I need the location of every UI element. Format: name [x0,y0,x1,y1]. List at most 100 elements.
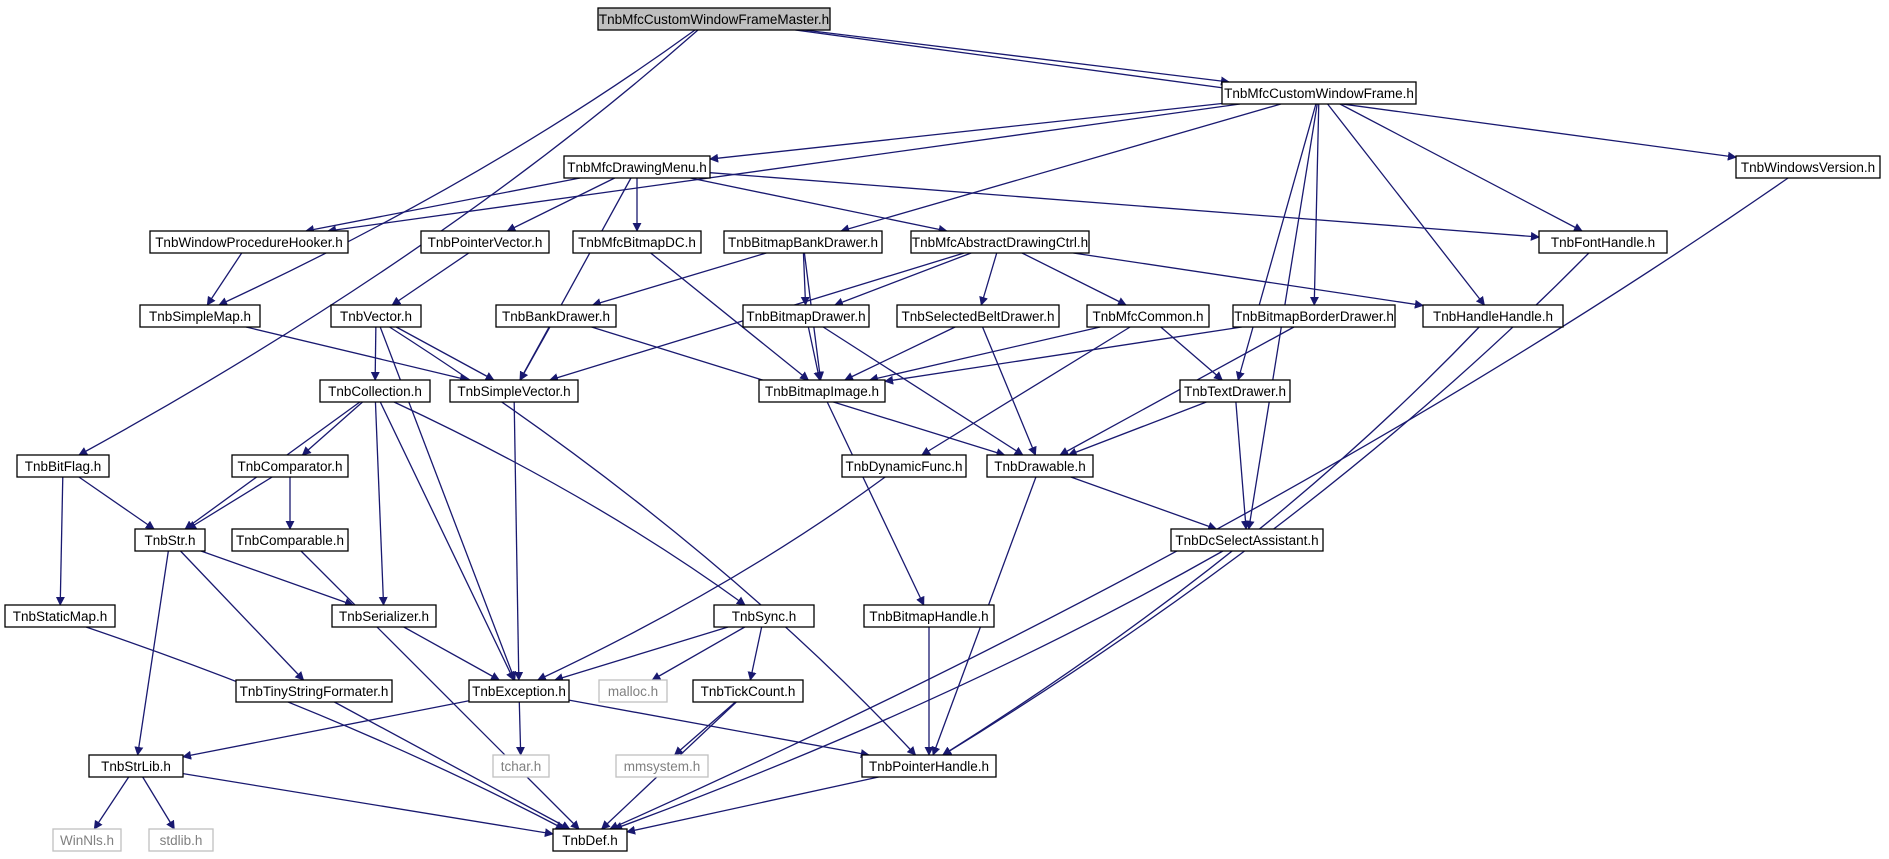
node-box-sync [713,604,815,628]
node-bmpdc[interactable]: TnbMfcBitmapDC.h [572,230,702,254]
dependency-edge-str-to-tsf [180,550,305,681]
dependency-edge-bbankd-to-bankd [591,252,767,307]
node-absctrl[interactable]: TnbMfcAbstractDrawingCtrl.h [910,230,1090,254]
node-box-mmsys [615,754,709,778]
node-sync[interactable]: TnbSync.h [713,604,815,628]
dependency-edge-dynf-to-exc [537,476,886,681]
node-def[interactable]: TnbDef.h [552,828,628,852]
node-str[interactable]: TnbStr.h [134,528,206,552]
dependency-edge-cwf-to-fonth [1339,103,1583,232]
dependency-edge-bmpd-to-drawable [822,326,1024,456]
node-bbankd[interactable]: TnbBitmapBankDrawer.h [723,230,883,254]
dependency-edge-coll-to-sync [393,401,746,606]
node-smapst[interactable]: TnbStaticMap.h [4,604,116,628]
dependency-edge-cwf-to-bmpbd [1309,103,1320,306]
node-label-tsf: TnbTinyStringFormater.h [240,684,389,699]
node-box-malloc [598,679,668,703]
node-hh[interactable]: TnbHandleHandle.h [1422,304,1564,328]
dependency-edge-drawable-to-dcsel [1070,476,1218,531]
node-box-cwf [1221,81,1417,105]
node-svec[interactable]: TnbSimpleVector.h [449,379,579,403]
node-label-smap: TnbSimpleMap.h [149,309,251,324]
node-dcsel[interactable]: TnbDcSelectAssistant.h [1170,528,1324,552]
node-wph[interactable]: TnbWindowProcedureHooker.h [149,230,349,254]
node-smap[interactable]: TnbSimpleMap.h [139,304,261,328]
node-label-txtd: TnbTextDrawer.h [1184,384,1286,399]
node-cwf[interactable]: TnbMfcCustomWindowFrame.h [1221,81,1417,105]
node-root[interactable]: TnbMfcCustomWindowFrameMaster.h [597,7,831,31]
node-box-ser [331,604,437,628]
node-bmph[interactable]: TnbBitmapHandle.h [863,604,995,628]
node-box-ptrh [861,754,997,778]
dependency-edge-cmpbl-to-def [300,550,580,830]
node-box-root [597,7,831,31]
node-tsf[interactable]: TnbTinyStringFormater.h [235,679,393,703]
node-label-wph: TnbWindowProcedureHooker.h [155,235,343,250]
node-box-ptrvec [420,230,550,254]
node-cmpbl[interactable]: TnbComparable.h [231,528,349,552]
node-label-dcsel: TnbDcSelectAssistant.h [1175,533,1318,548]
node-winnls: WinNls.h [52,828,122,852]
node-bmpbd[interactable]: TnbBitmapBorderDrawer.h [1232,304,1396,328]
dependency-edge-tick-to-mmsys [673,701,736,756]
node-bankd[interactable]: TnbBankDrawer.h [495,304,617,328]
node-cmptr[interactable]: TnbComparator.h [231,454,349,478]
node-bmpd[interactable]: TnbBitmapDrawer.h [742,304,870,328]
node-box-dynf [841,454,967,478]
node-label-def: TnbDef.h [562,833,618,848]
dependency-edge-str-to-ser [200,550,354,607]
dependency-edge-exc-to-ptrh [568,699,870,758]
node-txtd[interactable]: TnbTextDrawer.h [1179,379,1291,403]
dependency-edge-root-to-cwf [803,29,1230,86]
dependency-edge-sync-to-exc [554,626,729,682]
node-menu[interactable]: TnbMfcDrawingMenu.h [563,155,711,179]
dependency-edge-coll-to-ser [374,401,388,606]
node-label-winnls: WinNls.h [60,833,114,848]
node-box-bmpd [742,304,870,328]
node-layer: TnbMfcCustomWindowFrameMaster.hTnbMfcCus… [4,7,1881,852]
dependency-edge-txtd-to-dcsel [1235,401,1250,530]
node-bitflag[interactable]: TnbBitFlag.h [16,454,110,478]
dependency-edge-strlib-to-winnls [93,776,130,830]
dependency-edge-absctrl-to-selbd [979,252,998,306]
dependency-edge-cwf-to-hh [1327,103,1485,306]
node-mfccom[interactable]: TnbMfcCommon.h [1086,304,1210,328]
node-strlib[interactable]: TnbStrLib.h [88,754,184,778]
dependency-edge-selbd-to-drawable [981,326,1037,456]
dependency-edge-sync-to-tick [747,626,763,681]
node-label-sync: TnbSync.h [732,609,797,624]
dependency-edge-vec-to-coll [370,326,380,381]
dependency-edge-menu-to-ptrvec [506,177,615,232]
node-drawable[interactable]: TnbDrawable.h [986,454,1094,478]
node-exc[interactable]: TnbException.h [468,679,570,703]
dependency-edge-wph-to-smap [206,252,243,306]
node-box-bankd [495,304,617,328]
node-box-txtd [1179,379,1291,403]
node-label-bmpbd: TnbBitmapBorderDrawer.h [1234,309,1394,324]
node-label-bmpd: TnbBitmapDrawer.h [746,309,865,324]
node-fonth[interactable]: TnbFontHandle.h [1538,230,1668,254]
node-label-tchar: tchar.h [501,759,542,774]
node-coll[interactable]: TnbCollection.h [319,379,431,403]
node-box-cmptr [231,454,349,478]
node-tick[interactable]: TnbTickCount.h [692,679,804,703]
node-ptrh[interactable]: TnbPointerHandle.h [861,754,997,778]
dependency-edge-winver-to-def [609,177,1789,830]
node-label-bitflag: TnbBitFlag.h [25,459,102,474]
node-box-bimg [758,379,886,403]
node-box-smapst [4,604,116,628]
node-ser[interactable]: TnbSerializer.h [331,604,437,628]
node-dynf[interactable]: TnbDynamicFunc.h [841,454,967,478]
node-selbd[interactable]: TnbSelectedBeltDrawer.h [896,304,1060,328]
node-box-coll [319,379,431,403]
node-winver[interactable]: TnbWindowsVersion.h [1735,155,1881,179]
node-label-tick: TnbTickCount.h [701,684,796,699]
node-box-vec [330,304,422,328]
dependency-edge-menu-to-absctrl [690,177,948,234]
node-bimg[interactable]: TnbBitmapImage.h [758,379,886,403]
node-vec[interactable]: TnbVector.h [330,304,422,328]
node-ptrvec[interactable]: TnbPointerVector.h [420,230,550,254]
dependency-edge-absctrl-to-bmpd [833,252,972,307]
dependency-edge-sync-to-malloc [651,626,746,681]
